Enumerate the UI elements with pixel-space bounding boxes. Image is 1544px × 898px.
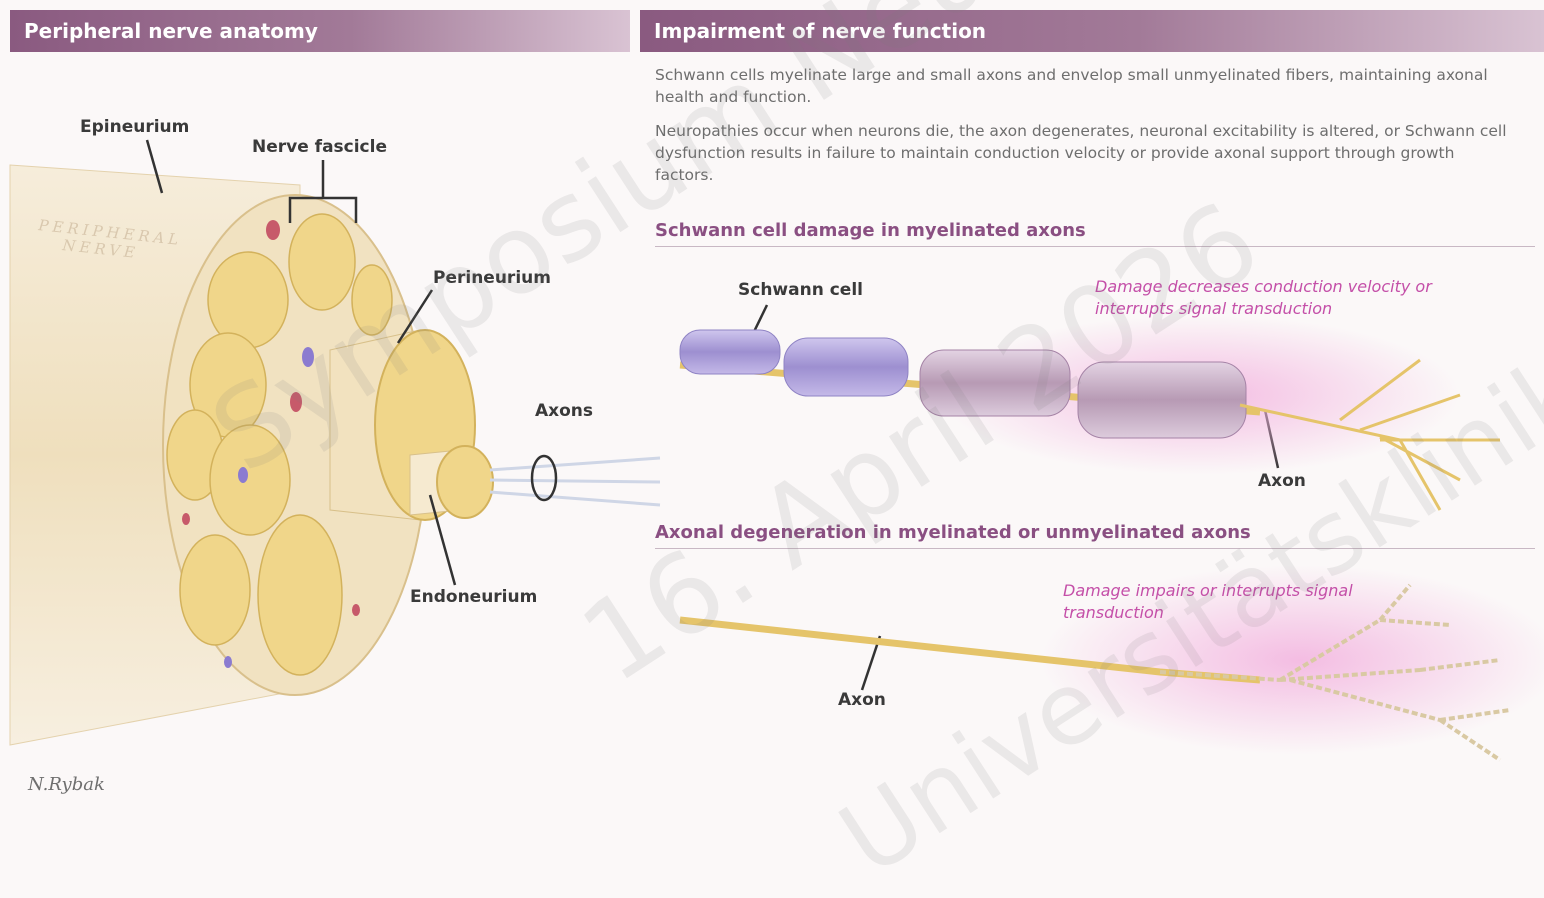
label-axon-2: Axon — [838, 690, 886, 710]
axons-loop — [532, 456, 556, 500]
label-axons: Axons — [535, 401, 593, 421]
label-perineurium: Perineurium — [433, 268, 551, 288]
label-schwann-cell: Schwann cell — [738, 280, 863, 300]
illustration: PERIPHERAL NERVE N.Rybak — [0, 0, 1544, 799]
label-epineurium: Epineurium — [80, 117, 189, 137]
note-schwann-damage: Damage decreases conduction velocity or … — [1095, 276, 1465, 320]
note-axonal-damage: Damage impairs or interrupts signal tran… — [1063, 580, 1353, 624]
axons-strands — [490, 458, 660, 505]
label-endoneurium: Endoneurium — [410, 587, 537, 607]
signature: N.Rybak — [27, 774, 105, 795]
label-nerve-fascicle: Nerve fascicle — [252, 137, 387, 157]
label-axon-1: Axon — [1258, 471, 1306, 491]
endoneurium-face — [437, 446, 493, 518]
